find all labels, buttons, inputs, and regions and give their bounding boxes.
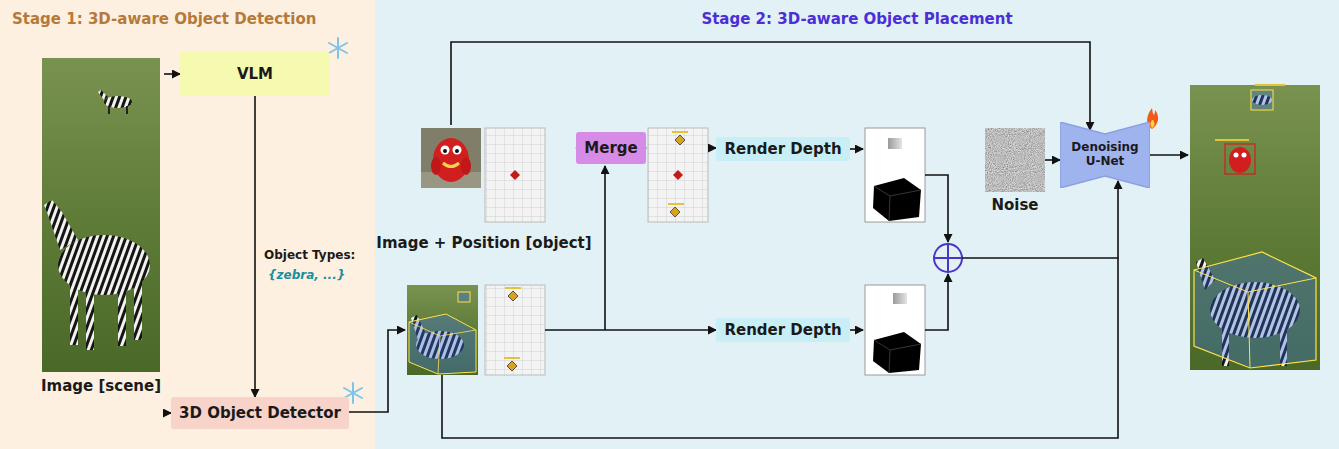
node-label: VLM: [237, 65, 273, 83]
arrow-connector: [254, 96, 256, 397]
unet-shape: Denoising U-Net: [1060, 122, 1150, 188]
node-label: Image [scene]: [41, 377, 161, 395]
arrow-connector: [164, 73, 180, 75]
noise-image: Noise: [985, 125, 1045, 215]
annotation-label: {zebra, ...}: [268, 268, 345, 282]
node-label: Noise: [991, 196, 1038, 214]
stage-title: Stage 2: 3D-aware Object Placement: [701, 10, 1012, 28]
arrow-connector: [1045, 159, 1060, 161]
stage-title: Stage 1: 3D-aware Object Detection: [12, 10, 316, 28]
arrow-connector: [164, 412, 171, 414]
node-label: Render Depth: [724, 321, 841, 339]
process-box: Render Depth: [716, 318, 849, 342]
object-image: Image + Position [object]: [373, 125, 594, 255]
model-box: 3D Object Detector: [171, 397, 349, 429]
node-label: Render Depth: [724, 140, 841, 158]
node-label: 3D Object Detector: [179, 404, 341, 422]
node-label: Merge: [584, 139, 637, 157]
process-box: Render Depth: [716, 137, 849, 161]
process-box: Merge: [576, 132, 645, 164]
node-label: Denoising U-Net: [1069, 141, 1141, 169]
arrow-connector: [451, 42, 1090, 130]
scene-image: Image [scene]: [38, 58, 164, 420]
stage-panel: Stage 2: 3D-aware Object PlacementImage …: [375, 0, 1339, 449]
stage-panel: Stage 1: 3D-aware Object DetectionImage …: [0, 0, 375, 449]
edge-label: Object Types:: [264, 248, 355, 262]
model-box: VLM: [180, 52, 330, 96]
node-label: Image + Position [object]: [376, 234, 591, 252]
